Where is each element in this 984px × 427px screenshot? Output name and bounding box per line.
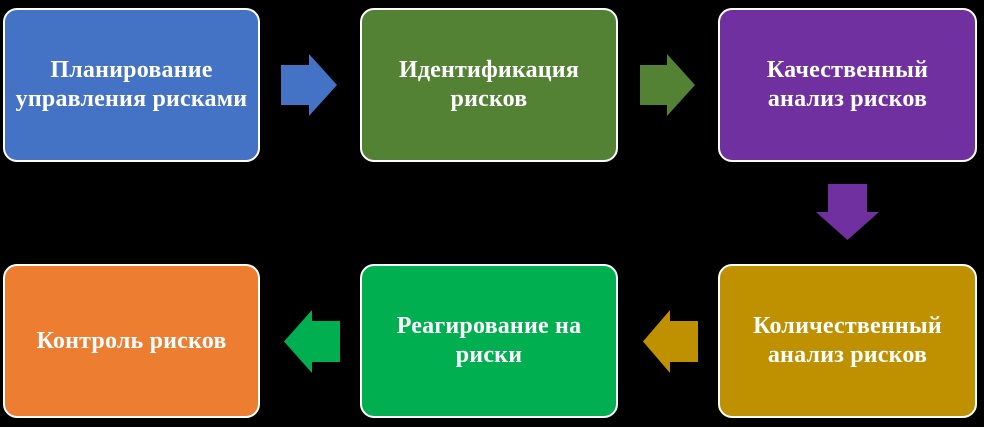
arrow-right-icon [640,54,695,116]
step-label: Количественный анализ рисков [753,313,942,368]
step-box-risk-identification: Идентификация рисков [360,8,618,162]
step-label: Планирование управления рисками [15,57,248,112]
step-box-risk-response: Реагирование на риски [360,264,618,418]
step-label: Контроль рисков [36,327,227,354]
arrow-down-icon [816,184,879,240]
arrow-left-icon [284,310,340,373]
step-label: Идентификация рисков [398,57,580,112]
step-box-risk-control: Контроль рисков [3,264,260,418]
step-box-risk-planning: Планирование управления рисками [3,8,260,162]
step-box-qualitative-analysis: Качественный анализ рисков [718,8,977,162]
arrow-right-icon [281,54,337,116]
arrow-left-icon [643,310,698,373]
step-box-quantitative-analysis: Количественный анализ рисков [718,264,977,418]
step-label: Реагирование на риски [396,313,582,368]
step-label: Качественный анализ рисков [766,57,929,112]
